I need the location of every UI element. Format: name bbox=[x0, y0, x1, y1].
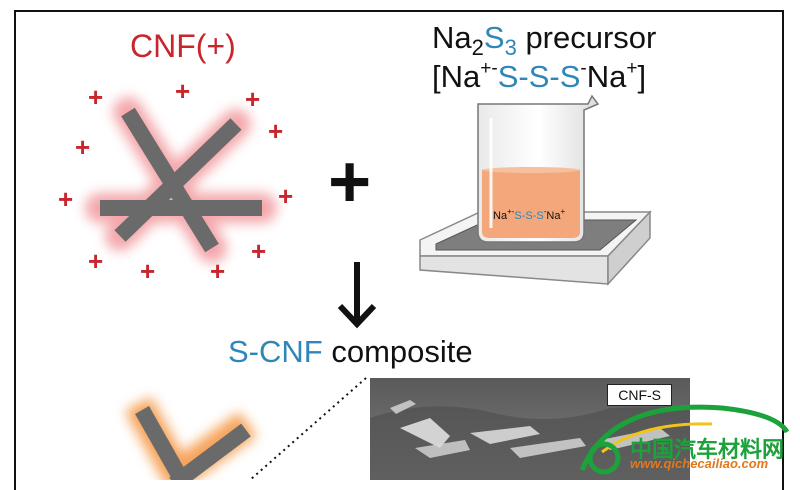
charge-plus: + bbox=[88, 246, 104, 276]
formula-chain: S-S-S bbox=[497, 59, 581, 94]
watermark-logo bbox=[579, 404, 790, 475]
charge-plus: + bbox=[268, 116, 284, 146]
composite-prefix: S-CNF bbox=[228, 334, 323, 369]
formula-sup-3: + bbox=[626, 58, 638, 79]
cnf-rods-graphic bbox=[85, 94, 652, 480]
beaker-sup-3: + bbox=[560, 207, 566, 216]
formula-close: ] bbox=[637, 59, 647, 94]
charge-plus: + bbox=[210, 256, 226, 286]
formula-open: [Na bbox=[432, 59, 481, 94]
beaker-sup-2: - bbox=[543, 207, 547, 216]
cnf-rods bbox=[100, 107, 262, 253]
tem-texture bbox=[370, 400, 690, 480]
precursor-word: precursor bbox=[516, 20, 657, 55]
beaker-na-2: Na bbox=[546, 210, 561, 222]
precursor-sub-3: 3 bbox=[504, 35, 517, 60]
beaker bbox=[477, 94, 600, 243]
formula-na: Na bbox=[586, 59, 627, 94]
charge-plus: + bbox=[140, 256, 156, 286]
figure-canvas: CNF(+) Na2S3 precursor [Na+-S-S-S-Na+] bbox=[14, 10, 790, 490]
composite-suffix: composite bbox=[322, 334, 473, 369]
precursor-na: Na bbox=[432, 20, 472, 55]
charge-plus: + bbox=[58, 184, 74, 214]
charge-plus: + bbox=[278, 181, 294, 211]
zoom-line bbox=[249, 377, 367, 480]
precursor-sub-2: 2 bbox=[471, 35, 484, 60]
precursor-s: S bbox=[483, 20, 505, 55]
formula-sup-1: +- bbox=[480, 58, 498, 79]
charge-plus: + bbox=[175, 76, 191, 106]
beaker-na-1: Na bbox=[493, 210, 508, 222]
charge-plus: + bbox=[245, 84, 261, 114]
beaker-chain: S-S-S bbox=[514, 210, 544, 222]
cnf-title: CNF(+) bbox=[130, 28, 236, 64]
tem-micrograph: CNF-S bbox=[370, 378, 690, 480]
beaker-sup-1: +- bbox=[507, 207, 515, 216]
charge-plus: + bbox=[88, 82, 104, 112]
combine-plus: + bbox=[328, 140, 372, 223]
down-arrow bbox=[337, 262, 377, 329]
charge-plus: + bbox=[75, 132, 91, 162]
beaker-label: Na+-S-S-S-Na+ bbox=[493, 207, 565, 222]
watermark-url: www.qichecailiao.com bbox=[630, 456, 769, 471]
composite-label: S-CNF composite bbox=[228, 334, 473, 370]
formula-sup-2: - bbox=[580, 58, 587, 79]
solution bbox=[482, 170, 580, 238]
tem-sample-label: CNF-S bbox=[607, 384, 672, 406]
precursor-formula: [Na+-S-S-S-Na+] bbox=[432, 58, 646, 95]
charge-plus: + bbox=[251, 236, 267, 266]
precursor-title: Na2S3 precursor bbox=[432, 20, 656, 61]
watermark-title: 中国汽车材料网 bbox=[630, 437, 785, 462]
scnf-rods bbox=[135, 406, 251, 480]
figure-frame bbox=[14, 10, 784, 490]
